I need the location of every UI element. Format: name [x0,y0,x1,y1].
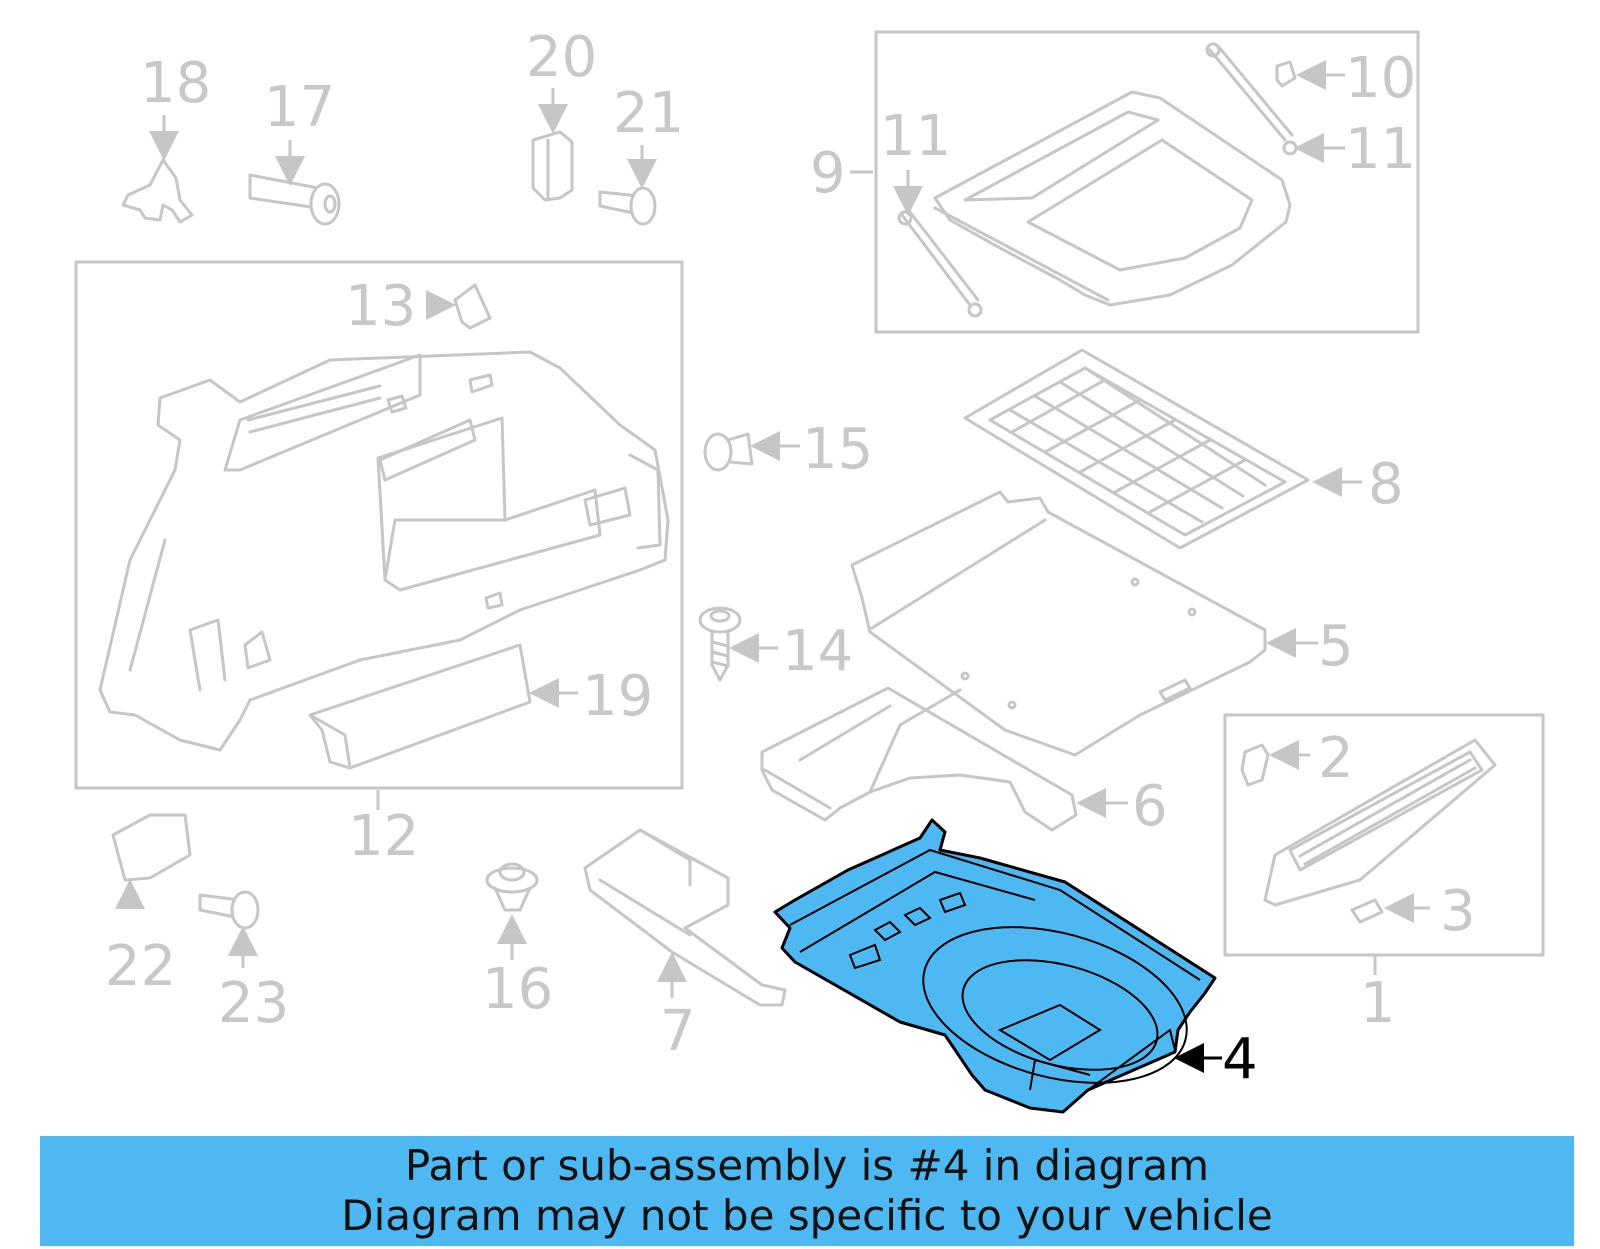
part-19-panel [308,643,578,770]
callout-14: 14 [782,619,853,684]
info-banner: Part or sub-assembly is #4 in diagram Di… [40,1136,1574,1246]
callout-4-highlighted: 4 [1222,1027,1258,1092]
part-17-bolt [248,140,341,226]
part-9-cover-panel [850,42,1345,318]
part-13-clip [426,283,492,330]
callout-22: 22 [105,934,176,999]
callout-10: 10 [1345,46,1416,111]
part-20-retainer [531,88,574,202]
callout-17: 17 [264,75,335,140]
part-23-bolt [198,890,260,968]
callout-20: 20 [526,25,597,90]
callout-6: 6 [1132,774,1168,839]
part-22-bracket [111,813,192,909]
callout-21: 21 [613,81,684,146]
part-15-push-pin [703,431,800,472]
part-8-cargo-net [963,348,1362,550]
part-6-tray [760,686,1128,832]
callout-7: 7 [660,999,696,1064]
group-box-1 [1223,713,1545,957]
part-5-load-floor [850,490,1318,757]
callout-3: 3 [1440,879,1476,944]
callout-2: 2 [1318,726,1354,791]
callout-9: 9 [810,141,846,206]
callout-5: 5 [1318,614,1354,679]
part-16-grommet [485,862,539,960]
callout-16: 16 [482,957,553,1022]
callout-19: 19 [582,664,653,729]
part-21-screw [598,145,657,226]
callout-13: 13 [345,274,416,339]
part-18-clip [121,115,194,224]
part-7-foam-tray [583,828,787,1007]
callout-8: 8 [1368,452,1404,517]
part-4-spare-wheel-well [773,818,1222,1114]
callout-1: 1 [1360,971,1396,1036]
callout-23: 23 [218,971,289,1036]
group-box-12 [74,260,684,790]
callout-18: 18 [140,51,211,116]
callout-11-left: 11 [880,104,951,169]
group-box-9 [874,30,1420,334]
callout-15: 15 [802,417,873,482]
part-12-side-trim [98,350,670,810]
callout-11-right: 11 [1345,117,1416,182]
part-1-scuff-plate [1240,738,1497,975]
banner-line-2: Diagram may not be specific to your vehi… [341,1191,1273,1240]
banner-line-1: Part or sub-assembly is #4 in diagram [404,1141,1210,1190]
part-14-screw [698,606,778,682]
callout-12: 12 [348,804,419,869]
